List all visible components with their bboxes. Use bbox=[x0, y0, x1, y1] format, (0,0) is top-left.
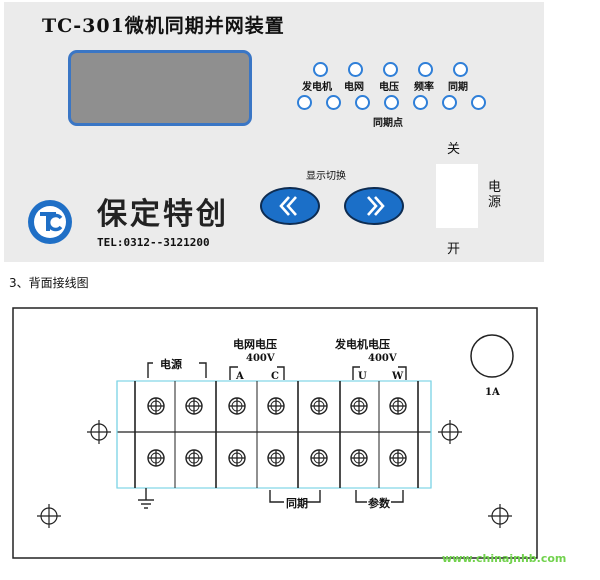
sync-point-label: 同期点 bbox=[373, 118, 403, 129]
brand-telephone: TEL:0312--3121200 bbox=[97, 236, 210, 249]
watermark: www.chinajnhb.com bbox=[442, 552, 567, 565]
display-switch-label: 显示切换 bbox=[306, 171, 346, 182]
terminal-screw-icon bbox=[310, 449, 328, 467]
terminal-screw-icon bbox=[185, 397, 203, 415]
next-button[interactable] bbox=[344, 187, 404, 225]
section-heading: 3、背面接线图 bbox=[9, 276, 89, 290]
power-switch[interactable] bbox=[436, 164, 478, 228]
terminal-screw-icon bbox=[350, 397, 368, 415]
led-generator bbox=[313, 62, 328, 77]
fuse-rating-label: 1A bbox=[485, 387, 500, 398]
generator-phase-u-label: U bbox=[358, 371, 367, 382]
generator-phase-w-label: W bbox=[391, 371, 404, 382]
ground-icon bbox=[138, 488, 154, 509]
terminal-screw-icon bbox=[228, 397, 246, 415]
terminal-block bbox=[116, 380, 432, 489]
led-frequency bbox=[418, 62, 433, 77]
terminal-separators bbox=[134, 381, 419, 488]
parameter-terminal-label: 参数 bbox=[368, 496, 391, 510]
terminal-screw-icon bbox=[147, 397, 165, 415]
lcd-display bbox=[68, 50, 252, 126]
indicator-label-generator: 发电机 bbox=[302, 82, 332, 93]
terminal-screw-icon bbox=[389, 449, 407, 467]
indicator-label-sync: 同期 bbox=[448, 82, 468, 93]
sync-point-led bbox=[413, 95, 428, 110]
led-grid bbox=[348, 62, 363, 77]
terminal-screw-icon bbox=[310, 397, 328, 415]
terminal-screw-icon bbox=[147, 449, 165, 467]
previous-button[interactable] bbox=[260, 187, 320, 225]
indicator-label-voltage: 电压 bbox=[379, 82, 399, 93]
sync-terminal-label: 同期 bbox=[286, 496, 308, 510]
switch-on-label: 开 bbox=[447, 242, 461, 257]
sync-point-led bbox=[384, 95, 399, 110]
terminal-screw-icon bbox=[267, 449, 285, 467]
led-voltage bbox=[383, 62, 398, 77]
grid-voltage-value: 400V bbox=[246, 353, 275, 364]
indicator-label-grid: 电网 bbox=[344, 82, 364, 93]
chevron-double-right-icon bbox=[367, 196, 385, 216]
grid-voltage-label: 电网电压 bbox=[233, 337, 277, 351]
brand-name: 保定特创 bbox=[97, 197, 229, 232]
sync-point-led bbox=[297, 95, 312, 110]
sync-point-led bbox=[471, 95, 486, 110]
terminal-screw-icon bbox=[228, 449, 246, 467]
power-label: 电 源 bbox=[488, 180, 502, 210]
generator-voltage-value: 400V bbox=[368, 353, 397, 364]
panel-title: TC-301微机同期并网装置 bbox=[42, 15, 285, 37]
grid-phase-a-label: A bbox=[235, 371, 244, 382]
terminal-screw-icon bbox=[350, 449, 368, 467]
led-sync bbox=[453, 62, 468, 77]
generator-voltage-label: 发电机电压 bbox=[334, 337, 390, 351]
sync-point-led bbox=[442, 95, 457, 110]
sync-point-led bbox=[326, 95, 341, 110]
brand-logo-icon bbox=[28, 200, 72, 244]
terminal-screw-icon bbox=[389, 397, 407, 415]
power-terminal-label: 电源 bbox=[160, 357, 182, 371]
grid-phase-c-label: C bbox=[271, 371, 279, 382]
terminal-screw-icon bbox=[185, 449, 203, 467]
sync-point-led bbox=[355, 95, 370, 110]
front-panel: TC-301微机同期并网装置 发电机 电网 电压 频率 同期 同期点 显示切换 … bbox=[4, 2, 544, 262]
chevron-double-left-icon bbox=[279, 196, 297, 216]
indicator-label-frequency: 频率 bbox=[414, 82, 434, 93]
terminal-screw-icon bbox=[267, 397, 285, 415]
fuse-holder-icon bbox=[470, 334, 514, 378]
switch-off-label: 关 bbox=[447, 142, 461, 157]
